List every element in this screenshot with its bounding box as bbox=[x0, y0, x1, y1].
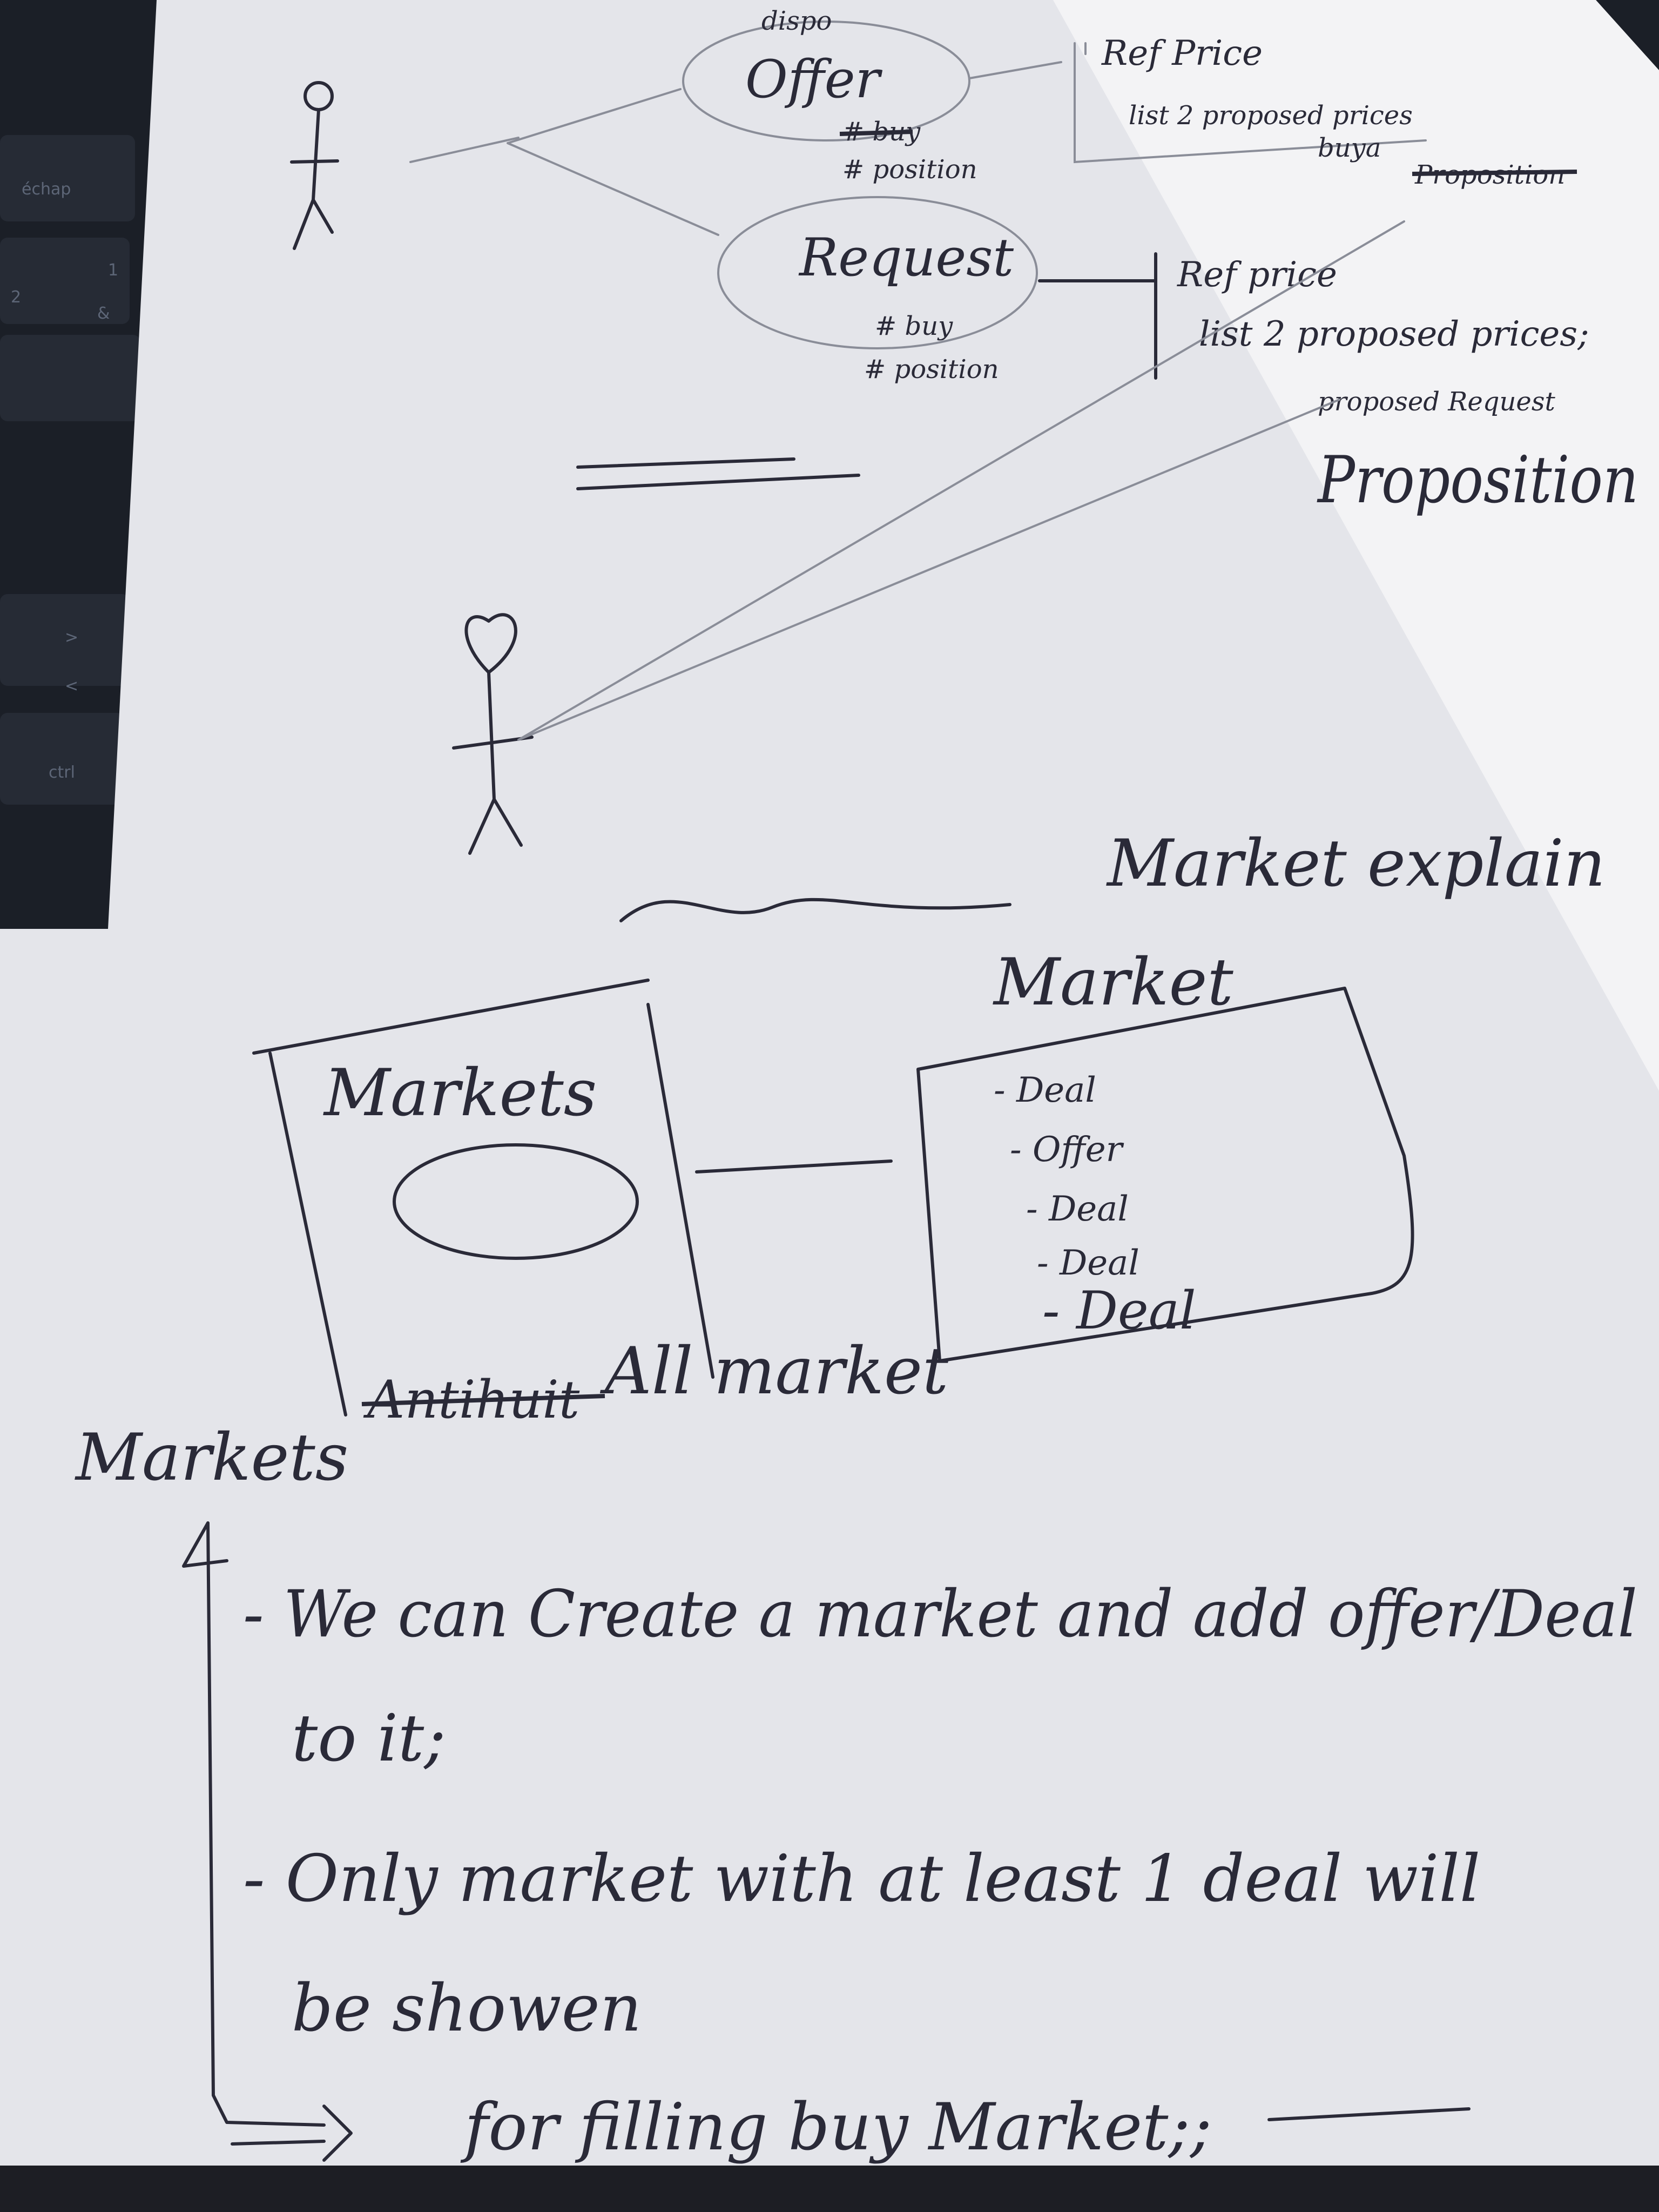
request-label: Request bbox=[798, 227, 1014, 288]
offer-sub: # position bbox=[842, 154, 977, 185]
request-box-line: list 2 proposed prices; bbox=[1199, 314, 1589, 354]
offer-box-link bbox=[968, 61, 1062, 79]
key-ampersand: & bbox=[97, 304, 110, 323]
market-explain-label: Market explain bbox=[1106, 826, 1606, 901]
paper-light-patch bbox=[1053, 0, 1659, 1091]
deal-item-3: - Deal bbox=[1026, 1189, 1129, 1229]
section-separator bbox=[576, 457, 860, 490]
keyboard: échap 1 & 2 > < ctrl bbox=[0, 135, 140, 805]
markets-side-label: Markets bbox=[75, 1420, 348, 1495]
offer-note: dispo bbox=[761, 6, 832, 36]
key-2: 2 bbox=[11, 288, 21, 307]
deal-item-5: - Deal bbox=[1042, 1280, 1196, 1341]
request-box-line2: proposed Request bbox=[1318, 387, 1555, 417]
all-market-label: All market bbox=[599, 1334, 949, 1409]
offer-use-case: dispo Offer # buy # position bbox=[682, 6, 977, 185]
key-less: < bbox=[65, 677, 78, 696]
struck-text-strikeout bbox=[361, 1394, 605, 1406]
key-1: 1 bbox=[108, 261, 118, 280]
desk-bottom-edge bbox=[0, 2166, 1659, 2212]
offer-box-title: Ref Price bbox=[1101, 33, 1263, 73]
market-box: - Deal - Offer - Deal - Deal - Deal bbox=[916, 987, 1414, 1363]
note-line-3: - Only market with at least 1 deal will bbox=[243, 1842, 1480, 1917]
offer-box-line: list 2 proposed prices bbox=[1129, 100, 1413, 131]
key-greater: > bbox=[65, 628, 78, 647]
markets-market-link bbox=[695, 1159, 893, 1174]
offer-ref-box: Ref Price list 2 proposed prices buya Pr… bbox=[1074, 33, 1577, 190]
offer-box-line2: buya bbox=[1318, 133, 1381, 163]
request-sub2: # position bbox=[864, 354, 999, 385]
proposition-label: Proposition bbox=[1317, 443, 1638, 518]
notes-arrow bbox=[182, 1521, 353, 2162]
actor-top bbox=[290, 81, 339, 250]
key-ctrl: ctrl bbox=[49, 763, 75, 782]
offer-sub-strikeout bbox=[839, 130, 913, 136]
request-box-title: Ref price bbox=[1177, 255, 1337, 295]
deal-item-1: - Deal bbox=[994, 1070, 1096, 1110]
key-escape: échap bbox=[22, 180, 71, 199]
request-ref-box: Ref price list 2 proposed prices; propos… bbox=[1154, 252, 1589, 417]
offer-box-strikeout bbox=[1412, 170, 1577, 176]
markets-box-title: Markets bbox=[323, 1056, 597, 1131]
note-line-2: to it; bbox=[292, 1701, 446, 1776]
markets-box: Markets bbox=[252, 979, 714, 1417]
offer-label: Offer bbox=[745, 49, 883, 110]
actor-links-top bbox=[409, 88, 719, 236]
market-underline bbox=[1267, 2107, 1471, 2121]
deal-item-4: - Deal bbox=[1037, 1243, 1139, 1283]
note-line-1: - We can Create a market and add offer/D… bbox=[243, 1577, 1637, 1652]
notes-list: - We can Create a market and add offer/D… bbox=[243, 1577, 1637, 2165]
market-title: Market bbox=[993, 945, 1234, 1020]
actor-links-middle bbox=[517, 220, 1405, 741]
note-line-4: be showen bbox=[292, 1971, 642, 2046]
request-use-case: Request # buy # position bbox=[717, 196, 1038, 385]
note-line-5: for filling buy Market;; bbox=[460, 2090, 1212, 2165]
request-sub1: # buy bbox=[875, 311, 953, 341]
wavy-separator bbox=[619, 898, 1011, 922]
actor-middle bbox=[452, 613, 534, 855]
deal-item-2: - Offer bbox=[1010, 1130, 1124, 1170]
